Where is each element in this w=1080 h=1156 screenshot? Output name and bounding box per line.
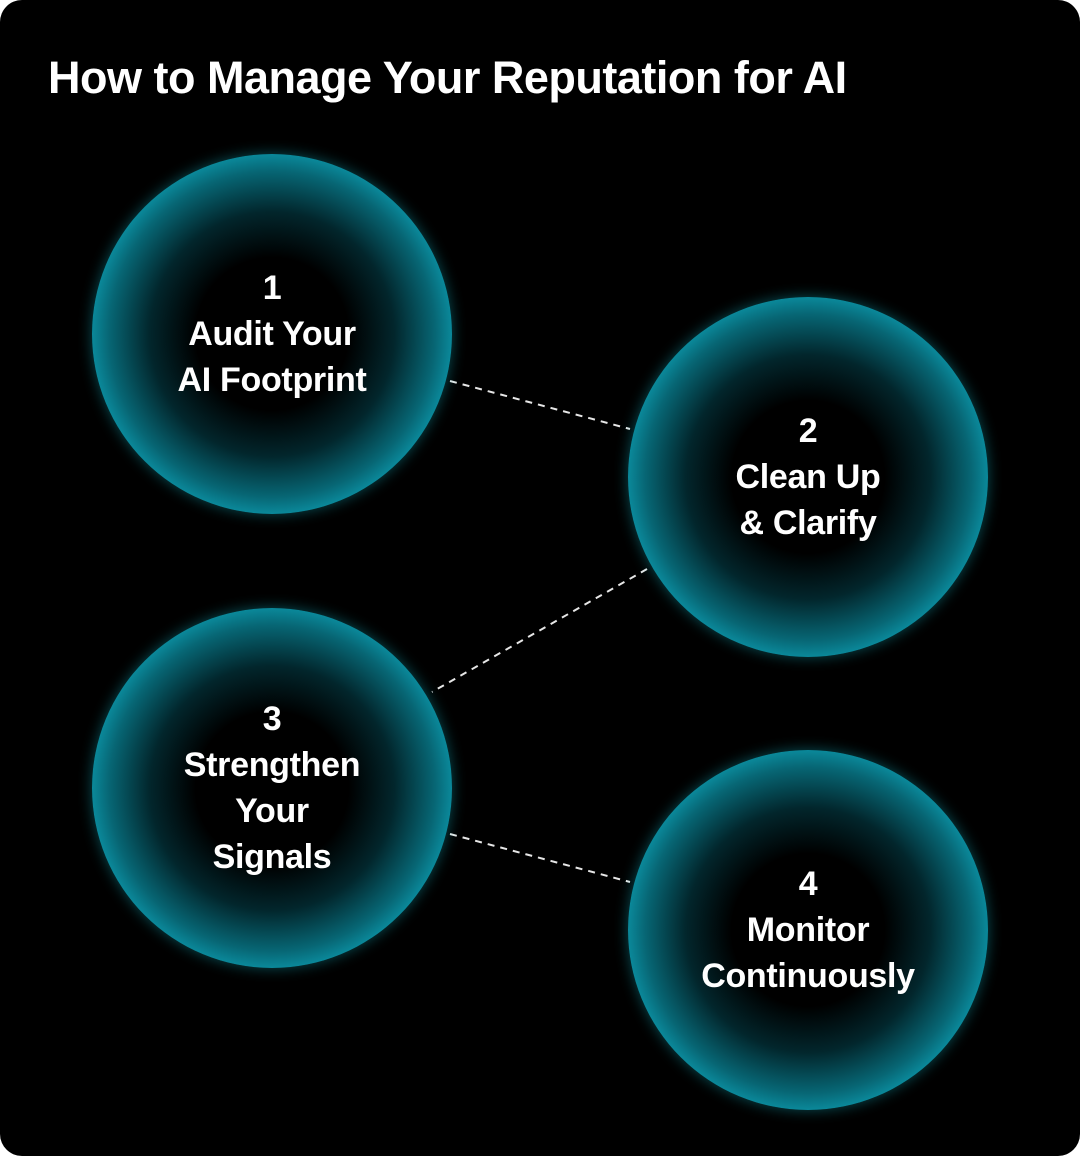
step-circle-1: 1 Audit Your AI Footprint	[92, 154, 452, 514]
step-number: 4	[798, 865, 818, 903]
step-label-line: Your	[235, 792, 309, 830]
step-circle-3: 3 Strengthen Your Signals	[92, 608, 452, 968]
step-label-line: Monitor	[746, 911, 870, 949]
step-label-line: Continuously	[701, 957, 915, 995]
step-label-line: Clean Up	[735, 458, 881, 496]
step-label-line: Signals	[212, 838, 332, 876]
step-number: 3	[262, 700, 282, 738]
step-label-line: AI Footprint	[177, 361, 367, 399]
step-label-line: & Clarify	[739, 504, 877, 542]
step-label-line: Audit Your	[188, 315, 356, 353]
step-circle-2: 2 Clean Up & Clarify	[628, 297, 988, 657]
connector-step-2-to-3	[431, 568, 648, 693]
step-label-line: Strengthen	[183, 746, 361, 784]
connector-step-1-to-2	[449, 380, 631, 430]
step-circle-4: 4 Monitor Continuously	[628, 750, 988, 1110]
step-number: 2	[798, 412, 818, 450]
connector-step-3-to-4	[449, 833, 631, 883]
page-title: How to Manage Your Reputation for AI	[48, 52, 847, 103]
step-number: 1	[262, 269, 282, 307]
